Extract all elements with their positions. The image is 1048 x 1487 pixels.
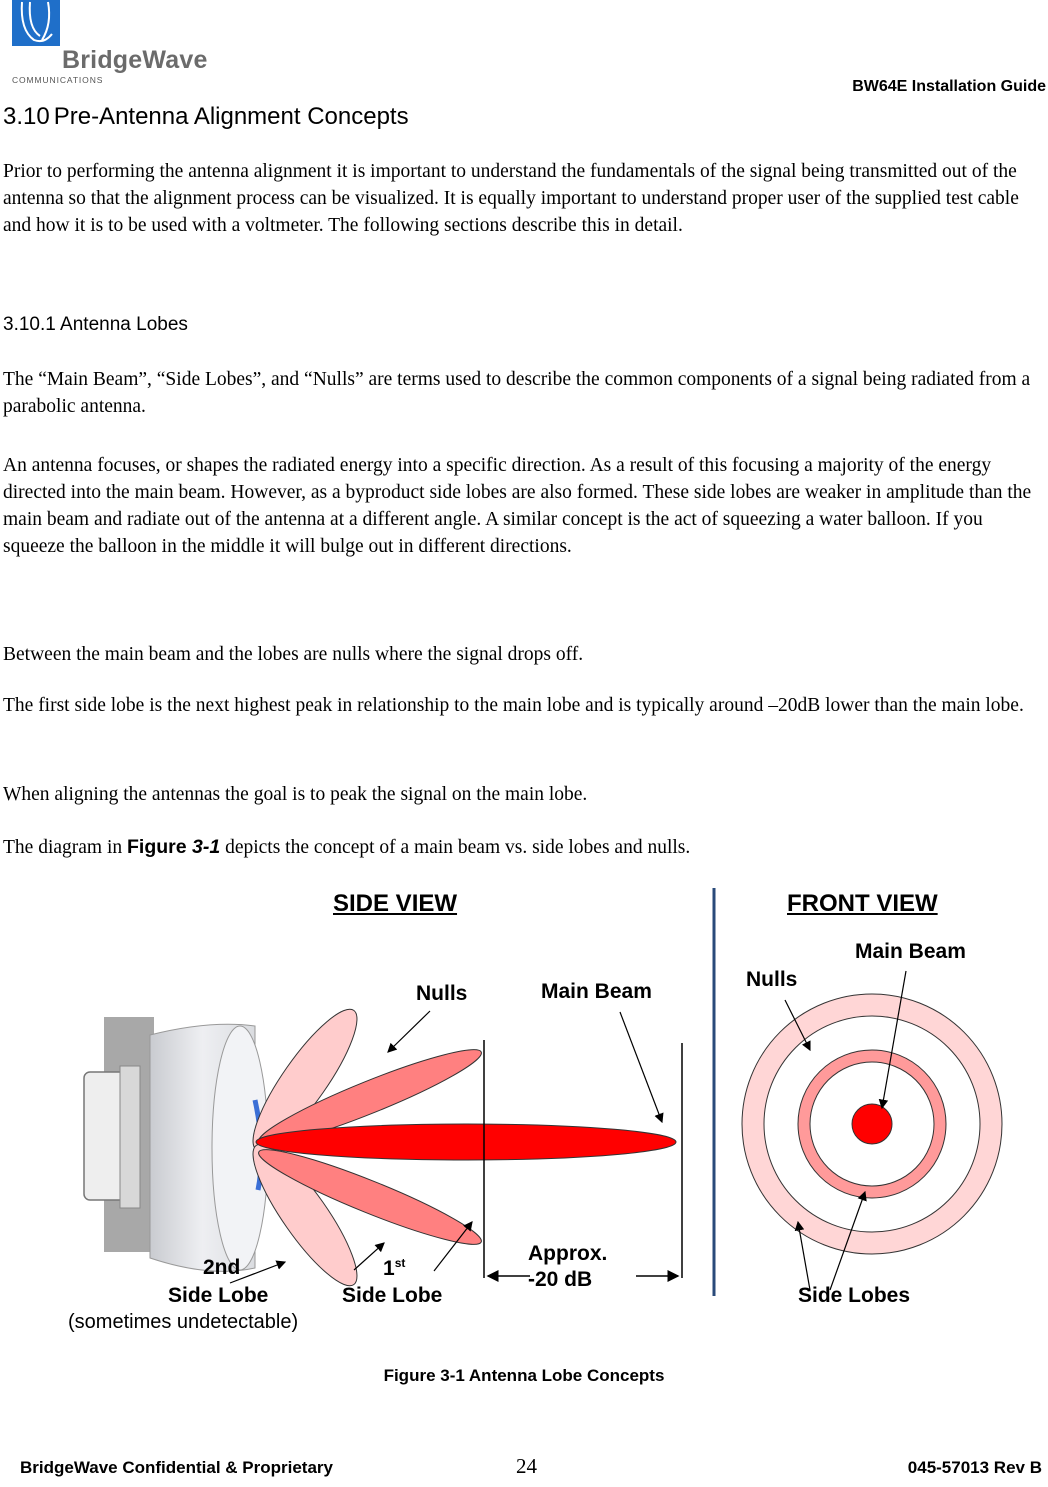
- paragraph: The “Main Beam”, “Side Lobes”, and “Null…: [3, 369, 1031, 417]
- first-lobe-label: 1st: [383, 1256, 406, 1280]
- figure-reference-paragraph: The diagram in Figure 3-1 depicts the co…: [3, 836, 691, 858]
- bridgewave-logo-icon: [12, 0, 60, 46]
- paragraph: Between the main beam and the lobes are …: [3, 644, 584, 665]
- second-lobe-label-line2: Side Lobe: [168, 1284, 269, 1307]
- section-intro: Prior to performing the antenna alignmen…: [3, 161, 1019, 236]
- approx-label: Approx.: [528, 1242, 608, 1265]
- logo-wordmark: BridgeWave: [62, 46, 208, 74]
- side-main-beam-label: Main Beam: [541, 980, 652, 1003]
- subsection-heading: 3.10.1 Antenna Lobes: [3, 314, 188, 335]
- approx-db-label: -20 dB: [528, 1268, 593, 1291]
- side-view-title: SIDE VIEW: [333, 890, 458, 917]
- section-title: Pre-Antenna Alignment Concepts: [53, 103, 409, 130]
- figure-caption: Figure 3-1 Antenna Lobe Concepts: [383, 1366, 665, 1385]
- logo-subtitle: COMMUNICATIONS: [12, 75, 104, 85]
- footer-doc-number: 045-57013 Rev B: [907, 1458, 1042, 1477]
- antenna-lobe-figure: SIDE VIEW Nulls Main Beam 2nd Side Lobe …: [60, 880, 1020, 1340]
- paragraph: An antenna focuses, or shapes the radiat…: [3, 455, 1032, 557]
- front-nulls-label: Nulls: [746, 968, 798, 991]
- figure-link[interactable]: Figure: [127, 836, 193, 858]
- paragraph: The first side lobe is the next highest …: [3, 695, 1024, 716]
- figure-link-number[interactable]: 3-1: [192, 836, 221, 858]
- front-side-lobes-label: Side Lobes: [798, 1284, 911, 1307]
- antenna-lobe-diagram: [83, 888, 1003, 1296]
- document-title: BW64E Installation Guide: [852, 78, 1046, 95]
- section-number: 3.10: [3, 103, 50, 130]
- front-view-title: FRONT VIEW: [787, 890, 938, 917]
- first-lobe-label-line2: Side Lobe: [342, 1284, 443, 1307]
- page-number: 24: [516, 1454, 537, 1478]
- front-main-beam-label: Main Beam: [855, 940, 966, 963]
- second-lobe-label: 2nd: [203, 1256, 241, 1279]
- footer-confidential: BridgeWave Confidential & Proprietary: [20, 1458, 333, 1477]
- second-lobe-note: (sometimes undetectable): [68, 1311, 299, 1333]
- paragraph: When aligning the antennas the goal is t…: [3, 784, 588, 805]
- side-nulls-label: Nulls: [416, 982, 468, 1005]
